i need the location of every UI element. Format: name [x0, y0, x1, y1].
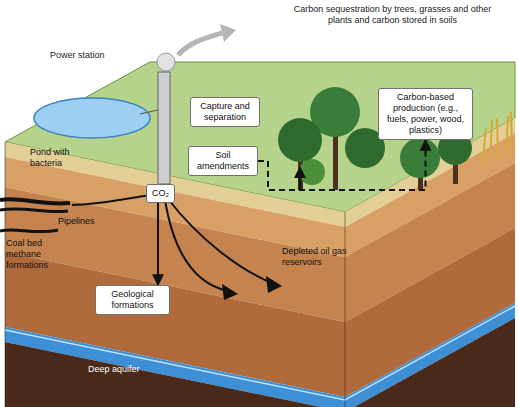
process-box: Carbon-based production (e.g., fuels, po…	[378, 88, 473, 140]
tree-crown	[278, 118, 322, 162]
annotation-label: Power station	[50, 50, 125, 61]
pipeline	[0, 209, 68, 212]
injection-arrowhead	[222, 284, 238, 300]
process-box: CO₂	[146, 184, 175, 203]
tree-crown	[400, 138, 440, 178]
chimney	[158, 72, 170, 184]
process-box: Geological formations	[95, 285, 170, 315]
wheat-stalk	[511, 112, 512, 150]
annotation-label: Carbon sequestration by trees, grasses a…	[285, 4, 500, 26]
annotation-label: Deep aquifer	[88, 364, 178, 375]
flow-arrow	[157, 203, 159, 285]
pond	[34, 98, 150, 138]
uptake-arrow	[299, 176, 302, 190]
injection-line	[165, 200, 228, 291]
wheat-stalk	[497, 118, 498, 160]
uptake-arrowhead	[294, 166, 306, 178]
annotation-label: Pipelines	[58, 216, 118, 227]
emission-arrowhead	[220, 24, 236, 42]
wheat-stalk	[482, 128, 486, 168]
block-edge	[345, 212, 346, 407]
box-label: Capture and separation	[195, 101, 255, 123]
injection-line	[168, 199, 272, 283]
wheat-stalk	[490, 120, 492, 165]
process-box: Soil amendments	[188, 146, 258, 176]
smoke	[157, 53, 175, 71]
pond-pipe	[140, 110, 158, 114]
box-label: Soil amendments	[193, 150, 253, 172]
box-label: Carbon-based production (e.g., fuels, po…	[383, 92, 468, 136]
pipeline	[0, 199, 70, 204]
box-label: Geological formations	[100, 289, 165, 311]
emission-arrow	[178, 33, 222, 55]
annotation-label: Pond with bacteria	[30, 147, 85, 169]
injection-line	[72, 195, 150, 205]
block-edge	[5, 142, 6, 407]
wheat	[482, 112, 512, 168]
injection-arrowhead	[266, 276, 282, 293]
wheat-stalk	[506, 116, 508, 155]
flow-arrow	[258, 140, 426, 190]
annotation-label: Depleted oil gas reservoirs	[282, 246, 362, 268]
coal-seam	[0, 230, 58, 232]
annotation-label: Coal bed methane formations	[6, 238, 68, 271]
process-box: Capture and separation	[190, 97, 260, 127]
deep-layer	[5, 318, 515, 407]
box-label: CO₂	[151, 188, 170, 199]
